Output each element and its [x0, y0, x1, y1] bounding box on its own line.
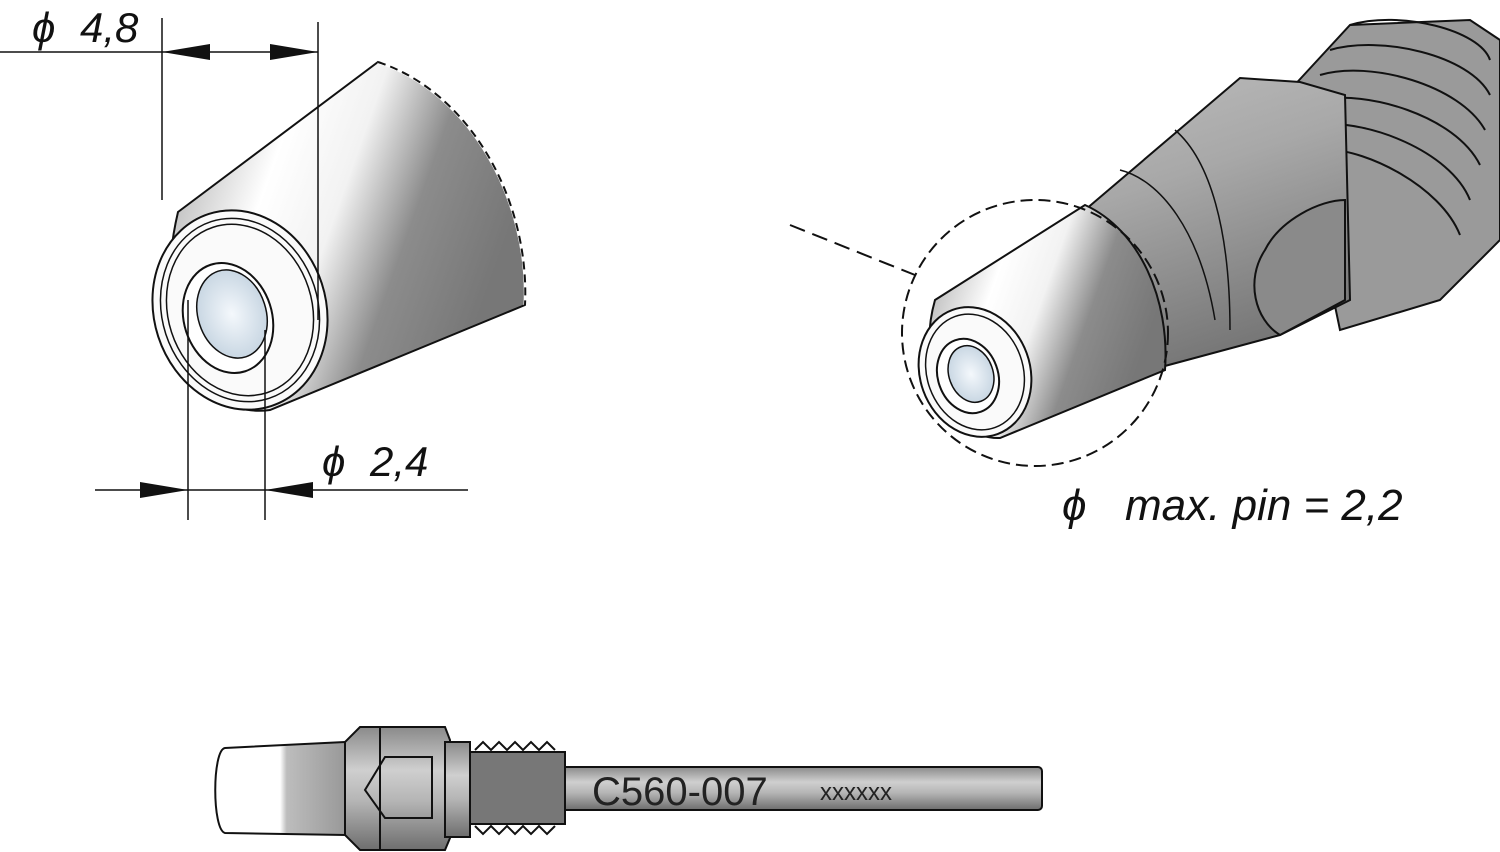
max-pin-label: max. pin = 2,2 [1125, 481, 1403, 530]
detail-circle [901, 199, 1169, 467]
inner-diameter-symbol: ϕ [322, 438, 345, 485]
tip-assembly-view [789, 18, 1500, 467]
dimension-inner-diameter [95, 300, 468, 520]
outer-diameter-symbol: ϕ [32, 4, 55, 51]
leader-line [789, 224, 916, 276]
inner-diameter-label: 2,4 [369, 438, 428, 485]
tip-closeup [151, 60, 527, 412]
dimension-outer-diameter [0, 18, 319, 320]
tip-side-view [214, 726, 1043, 851]
max-pin-symbol: ϕ [1062, 481, 1086, 530]
outer-diameter-label: 4,8 [80, 4, 139, 51]
part-number: C560-007 [592, 770, 768, 814]
serial-number: xxxxxx [820, 779, 892, 806]
